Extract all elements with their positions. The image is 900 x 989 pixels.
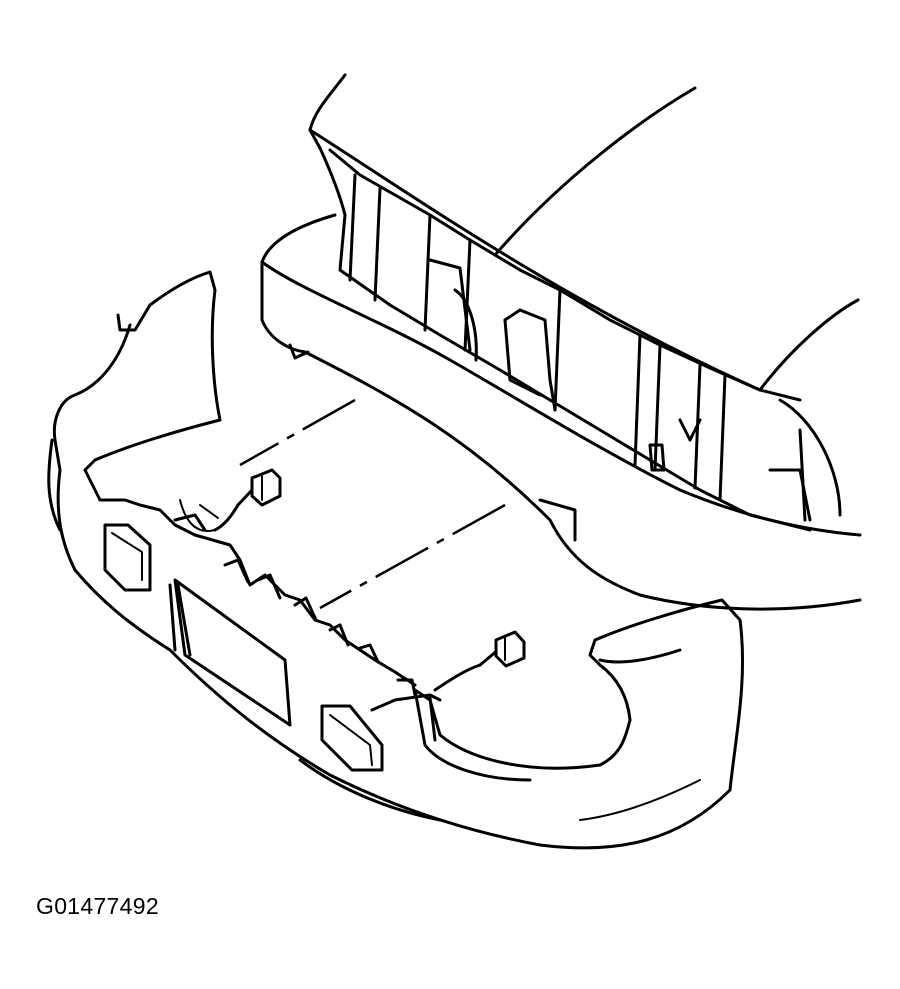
wiring-harness-right [370, 630, 526, 742]
bumper-fascia [47, 270, 745, 850]
wiring-harness-left [173, 468, 282, 532]
radiator-support [318, 146, 842, 532]
figure-id-label: G01477492 [36, 893, 159, 919]
front-panel [260, 213, 862, 611]
hood [308, 73, 860, 392]
alignment-lines [239, 398, 506, 610]
